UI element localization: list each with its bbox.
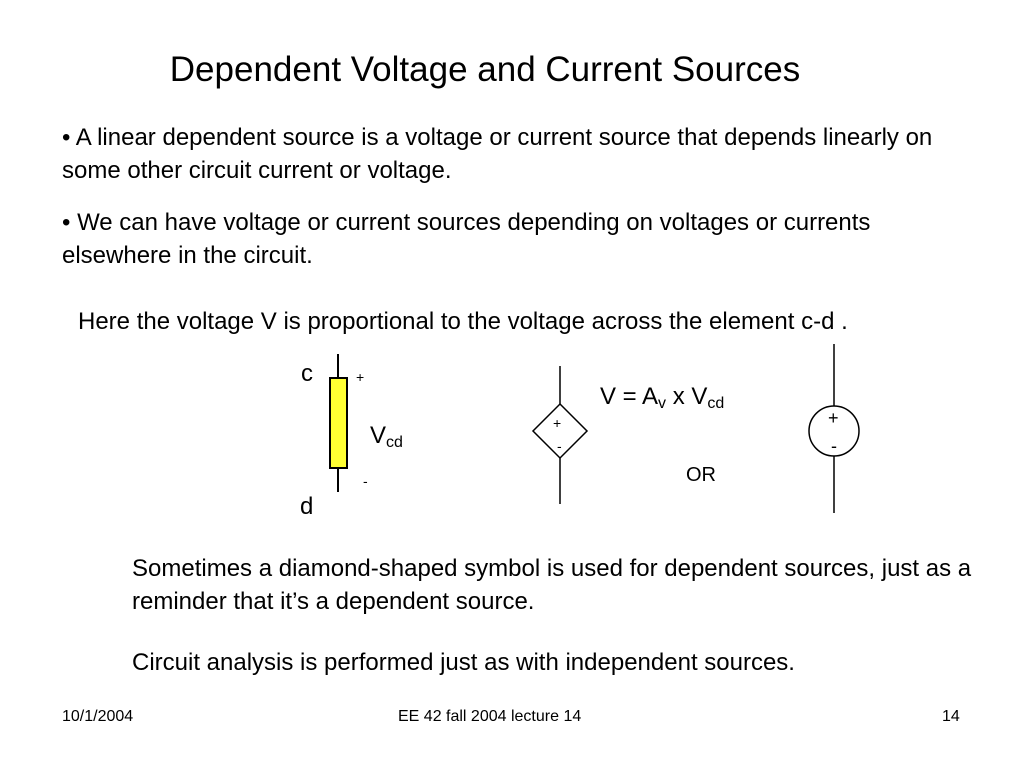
equation-var-sub: cd bbox=[707, 395, 724, 412]
element-minus-label: - bbox=[363, 473, 368, 489]
note-diamond-symbol: Sometimes a diamond-shaped symbol is use… bbox=[132, 555, 972, 615]
circle-minus-label: - bbox=[831, 436, 837, 456]
equation-lhs: V = A bbox=[600, 383, 658, 410]
bullet-linear-dependent-source: • A linear dependent source is a voltage… bbox=[62, 124, 933, 184]
note-circuit-analysis: Circuit analysis is performed just as wi… bbox=[132, 649, 795, 676]
element-plus-label: + bbox=[356, 369, 364, 385]
vcd-label-main: V bbox=[370, 422, 386, 449]
element-cd: c d + - Vcd bbox=[300, 354, 403, 520]
intro-line: Here the voltage V is proportional to th… bbox=[78, 308, 848, 335]
equation-times: x V bbox=[666, 383, 707, 410]
diamond-plus-label: + bbox=[553, 415, 561, 431]
slide-title: Dependent Voltage and Current Sources bbox=[169, 50, 801, 89]
or-label: OR bbox=[686, 464, 716, 486]
footer-course: EE 42 fall 2004 lecture 14 bbox=[398, 708, 582, 725]
circle-source: + - bbox=[808, 344, 860, 513]
gain-equation: V = Av x Vcd bbox=[600, 383, 724, 412]
diamond-minus-label: - bbox=[557, 438, 562, 454]
footer-page-number: 14 bbox=[942, 708, 960, 725]
bullet-voltage-or-current-sources: • We can have voltage or current sources… bbox=[62, 209, 871, 269]
footer-date: 10/1/2004 bbox=[62, 708, 134, 725]
diamond-dependent-source: + - bbox=[531, 366, 589, 504]
equation-gain-sub: v bbox=[658, 395, 666, 412]
circle-plus-label: + bbox=[828, 408, 839, 428]
node-d-label: d bbox=[300, 493, 313, 520]
element-body bbox=[329, 377, 348, 469]
vcd-label: Vcd bbox=[370, 422, 403, 451]
vcd-label-sub: cd bbox=[386, 434, 403, 451]
node-c-label: c bbox=[301, 360, 313, 387]
